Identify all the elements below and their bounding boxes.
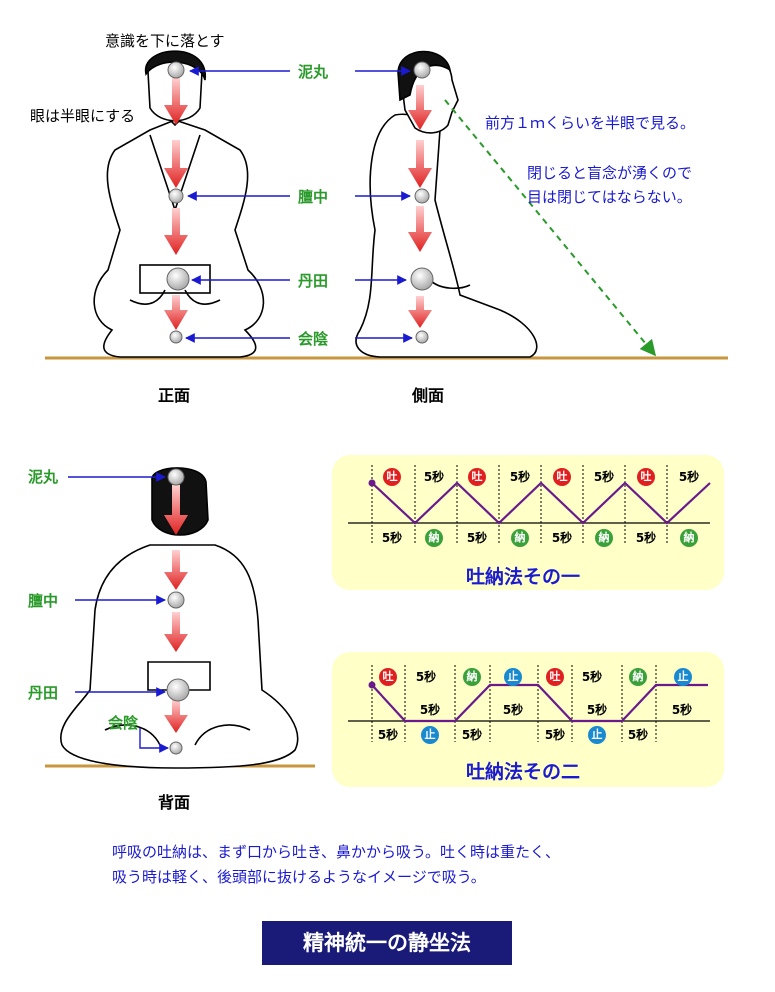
gaze-note-1: 前方１ｍくらいを半眼で見る。	[485, 114, 696, 132]
gaze-line	[444, 99, 657, 357]
back-danchu-point	[167, 591, 185, 609]
breath-badge: 止	[421, 726, 439, 744]
gaze-note-3: 目は閉じてはならない。	[527, 188, 692, 206]
label-ein: 会陰	[298, 330, 329, 348]
duration-label: 5秒	[581, 670, 603, 684]
breath-badge: 吐	[383, 468, 401, 486]
duration-label: 5秒	[593, 470, 615, 484]
breath-badge: 納	[595, 529, 613, 547]
caption-back: 背面	[158, 793, 191, 812]
duration-label: 5秒	[377, 728, 399, 742]
duration-label: 5秒	[419, 703, 441, 717]
breath-badge: 納	[463, 668, 481, 686]
duration-label: 5秒	[502, 703, 524, 717]
duration-label: 5秒	[627, 728, 649, 742]
breath-badge: 止	[504, 668, 522, 686]
front-danchu-point	[168, 188, 184, 204]
duration-label: 5秒	[466, 531, 488, 545]
duration-label: 5秒	[586, 703, 608, 717]
duration-label: 5秒	[381, 531, 403, 545]
breath-badge: 吐	[379, 668, 397, 686]
back-connector-lines	[68, 472, 169, 753]
breath-badge: 納	[629, 668, 647, 686]
duration-label: 5秒	[415, 670, 437, 684]
breathing-note-line1: 呼吸の吐納は、まず口から吐き、鼻かから吸う。吐く時は重たく、	[112, 843, 561, 861]
front-red-arrows	[164, 78, 188, 330]
page-title-banner: 精神統一の静坐法	[262, 921, 512, 965]
duration-label: 5秒	[671, 703, 693, 717]
breath-badge: 止	[674, 668, 692, 686]
breath-badge: 止	[588, 726, 606, 744]
front-ein-point	[169, 330, 183, 344]
gaze-note-2: 閉じると盲念が湧くので	[527, 164, 693, 182]
label-danchu: 膻中	[298, 188, 329, 206]
duration-label: 5秒	[678, 470, 700, 484]
back-label-niwan: 泥丸	[28, 468, 59, 486]
method2-panel	[332, 652, 724, 787]
duration-label: 5秒	[551, 531, 573, 545]
duration-label: 5秒	[423, 470, 445, 484]
method2-title: 吐納法その二	[466, 761, 581, 783]
breath-badge: 納	[511, 529, 529, 547]
back-niwan-point	[167, 468, 185, 486]
back-label-tanden: 丹田	[28, 684, 59, 702]
front-tanden-point	[166, 267, 190, 291]
back-label-danchu: 膻中	[28, 592, 59, 610]
duration-label: 5秒	[461, 728, 483, 742]
method2-wave	[371, 683, 708, 723]
caption-front: 正面	[158, 386, 191, 405]
duration-label: 5秒	[544, 728, 566, 742]
back-red-arrows	[164, 485, 188, 733]
eye-note: 眼は半眼にする	[30, 107, 136, 125]
side-danchu-point	[414, 188, 430, 204]
connector-lines	[185, 66, 413, 343]
breath-badge: 吐	[546, 668, 564, 686]
method1-wave	[371, 481, 711, 525]
breath-badge: 納	[680, 529, 698, 547]
back-tanden-point	[166, 678, 190, 702]
label-tanden: 丹田	[298, 272, 329, 290]
method1-title: 吐納法その一	[466, 566, 581, 588]
back-label-ein: 会陰	[108, 714, 139, 732]
breath-badge: 吐	[553, 468, 571, 486]
side-ein-point	[415, 330, 429, 344]
side-red-arrows	[408, 85, 432, 328]
breath-badge: 納	[425, 529, 443, 547]
breath-badge: 吐	[637, 468, 655, 486]
back-ein-point	[169, 741, 183, 755]
breathing-note-line2: 吸う時は軽く、後頭部に抜けるようなイメージで吸う。	[112, 868, 486, 886]
side-niwan-point	[413, 61, 431, 79]
duration-label: 5秒	[509, 470, 531, 484]
focus-note: 意識を下に落とす	[105, 32, 225, 50]
label-niwan: 泥丸	[298, 63, 329, 81]
front-niwan-point	[167, 61, 185, 79]
breath-badge: 吐	[468, 468, 486, 486]
caption-side: 側面	[412, 386, 445, 405]
duration-label: 5秒	[635, 531, 657, 545]
side-tanden-point	[410, 267, 434, 291]
